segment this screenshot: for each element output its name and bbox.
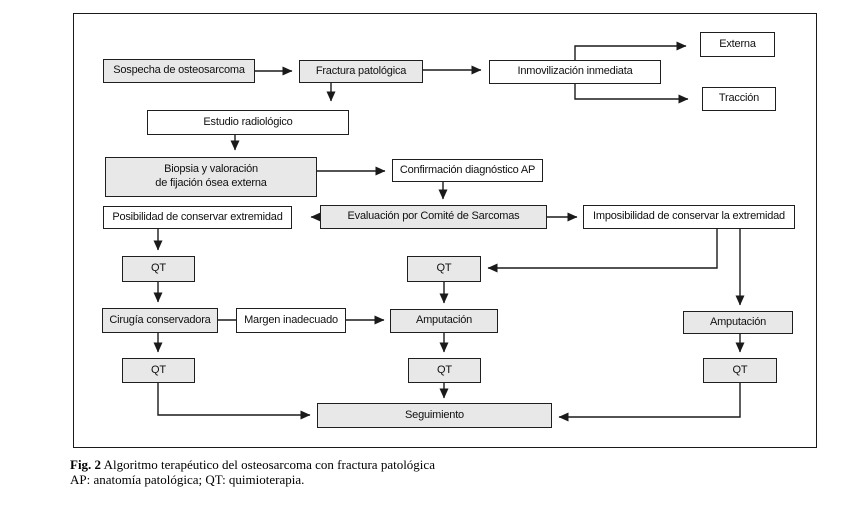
node-label: Amputación [415,314,473,327]
caption-line-1: Fig. 2 Algoritmo terapéutico del osteosa… [70,457,630,472]
node-sospecha-osteosarcoma: Sospecha de osteosarcoma [103,59,255,83]
node-confirmacion-diagnostico-ap: Confirmación diagnóstico AP [392,159,543,182]
node-label: Amputación [709,315,767,328]
node-label: QT [436,262,452,275]
figure-caption: Fig. 2 Algoritmo terapéutico del osteosa… [70,457,630,487]
node-qt-central-bottom: QT [408,358,481,383]
node-margen-inadecuado: Margen inadecuado [236,308,346,333]
figure-number: Fig. 2 [70,457,102,472]
node-label: Imposibilidad de conservar la extremidad [593,210,785,223]
node-label: QT [732,363,748,376]
node-label: QT [151,262,166,275]
node-label: QT [437,363,452,376]
node-seguimiento: Seguimiento [317,403,552,428]
node-label: Cirugía conservadora [109,313,211,326]
node-label: Evaluación por Comité de Sarcomas [347,210,520,223]
node-cirugia-conservadora: Cirugía conservadora [102,308,218,333]
node-label-line2: de fijación ósea externa [155,177,267,189]
node-qt-left-bottom: QT [122,358,195,383]
node-qt-right: QT [703,358,777,383]
node-label: Confirmación diagnóstico AP [399,163,536,176]
figure-title: Algoritmo terapéutico del osteosarcoma c… [101,457,435,472]
node-label: Posibilidad de conservar extremidad [112,210,283,223]
node-label: Tracción [718,92,760,105]
node-traccion: Tracción [702,87,776,111]
node-fractura-patologica: Fractura patológica [299,60,423,83]
node-label: Externa [719,37,756,50]
node-label-line1: Biopsia y valoración [164,163,258,176]
node-label: Margen inadecuado [244,313,338,326]
node-qt-central-top: QT [407,256,481,282]
node-label: Seguimiento [405,408,464,421]
node-posibilidad-conservar: Posibilidad de conservar extremidad [103,206,292,229]
node-imposibilidad-conservar: Imposibilidad de conservar la extremidad [583,205,795,229]
node-amputacion-central: Amputación [390,309,498,333]
node-label: Sospecha de osteosarcoma [113,64,245,77]
node-qt-left-top: QT [122,256,195,282]
node-label: QT [151,363,166,376]
node-externa: Externa [700,32,775,57]
node-amputacion-right: Amputación [683,311,793,334]
node-label: Inmovilización inmediata [517,65,633,78]
caption-line-2: AP: anatomía patológica; QT: quimioterap… [70,472,305,487]
node-evaluacion-comite-sarcomas: Evaluación por Comité de Sarcomas [320,205,547,229]
node-label: Fractura patológica [315,64,407,77]
node-inmovilizacion-inmediata: Inmovilización inmediata [489,60,661,84]
node-label: Estudio radiológico [203,115,293,128]
node-estudio-radiologico: Estudio radiológico [147,110,349,135]
